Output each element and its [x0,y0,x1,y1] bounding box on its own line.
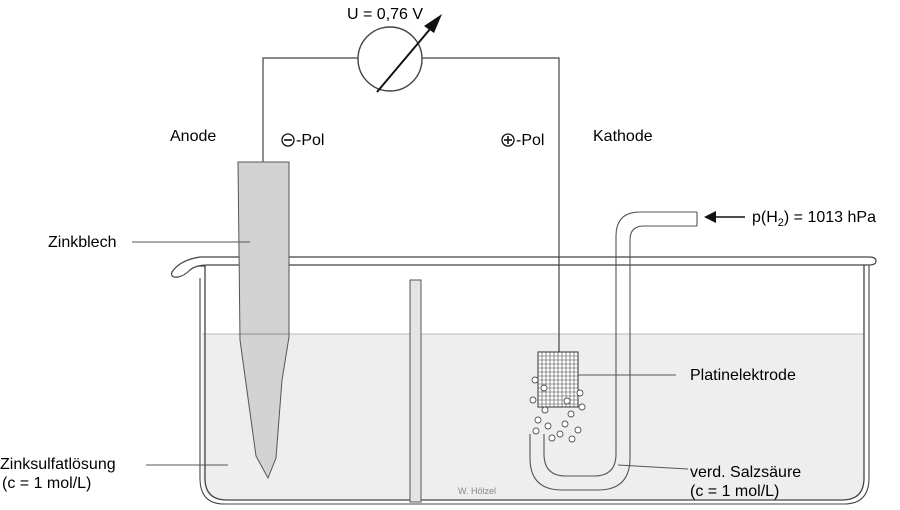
beaker [190,262,865,501]
acid-label-1: verd. Salzsäure [690,464,802,481]
minus-pole-icon [281,133,295,147]
acid-label-2: (c = 1 mol/L) [690,483,780,500]
author-credit: W. Hölzel [458,486,497,496]
platinum-electrode [537,351,579,408]
voltmeter-needle [376,21,437,93]
pressure-sub: 2 [777,217,784,230]
plus-pole-icon [501,133,515,147]
voltage-label: U = 0,76 V [347,6,424,23]
diaphragm [409,279,422,503]
pressure-prefix: p(H [752,209,778,226]
hydrogen-tube-outer [543,211,697,477]
platinum-label: Platinelektrode [690,367,796,384]
cathode-label: Kathode [593,128,653,145]
hydrogen-bubbles [529,376,586,443]
minus-pol-label: -Pol [296,132,325,149]
voltmeter-arrowhead [424,14,442,33]
zinc-plate [237,161,290,480]
zinc-plate-label: Zinkblech [48,234,117,251]
wire-anode [262,57,358,162]
pointer-acid [617,464,689,470]
gas-inlet-arrowhead [704,211,716,223]
beaker-inner-wall [199,262,870,505]
beaker-rim [171,256,877,278]
wire-cathode [422,57,560,352]
plus-pol-label: -Pol [516,132,545,149]
zinc-solution-label-2: (c = 1 mol/L) [2,475,92,492]
anode-label: Anode [170,128,217,145]
voltmeter [357,26,423,92]
pressure-suffix: ) = 1013 hPa [783,209,876,226]
electrolyte-liquid [202,334,864,500]
hydrogen-tube-inner [529,225,697,491]
zinc-solution-label-1: Zinksulfatlösung [0,456,116,473]
pressure-label: p(H2) = 1013 hPa [752,208,876,233]
